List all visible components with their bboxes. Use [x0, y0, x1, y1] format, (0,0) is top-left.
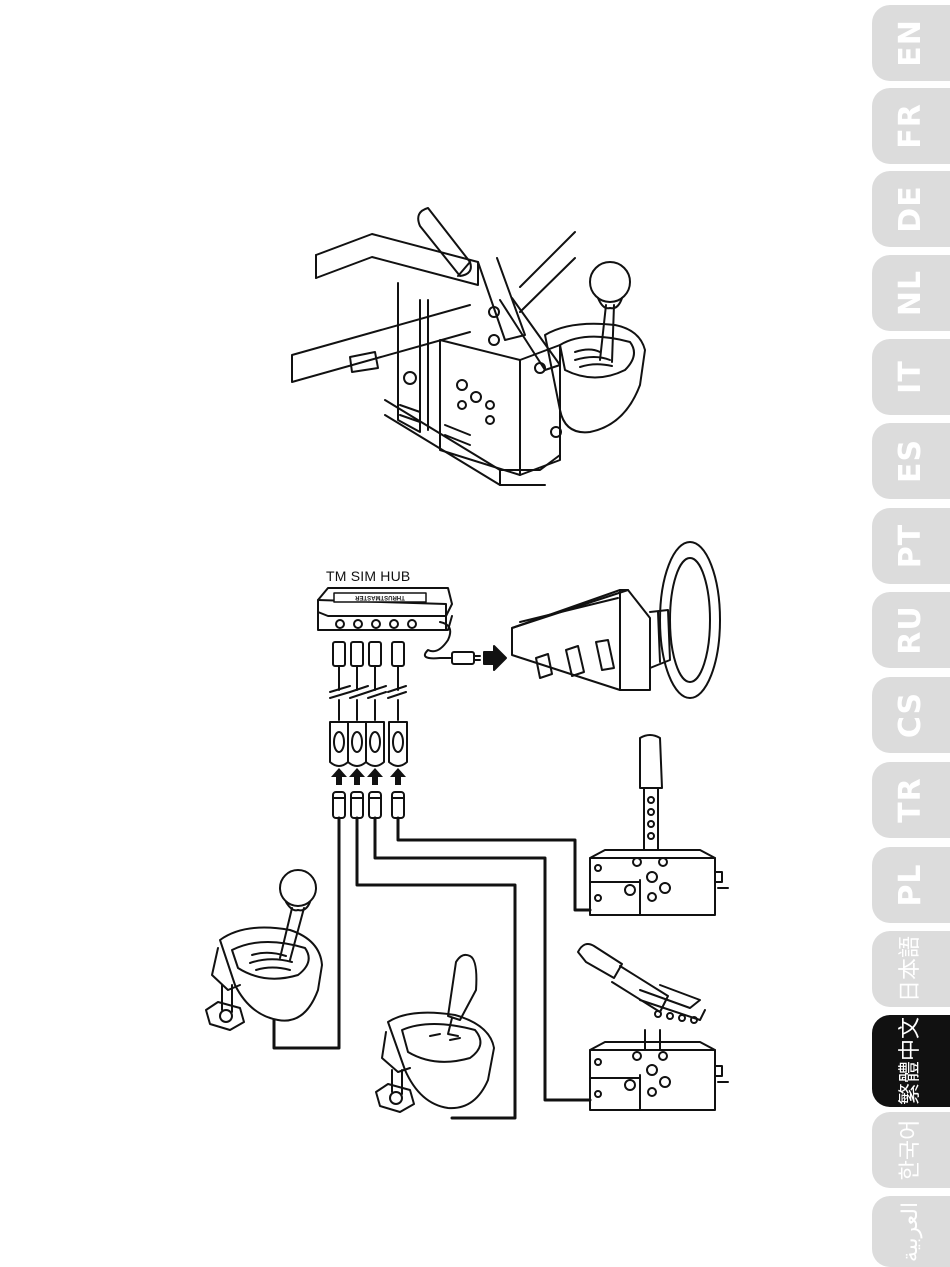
tab-label: العربية — [900, 1201, 922, 1261]
hub-brand-text: THRUSTMASTER — [355, 594, 405, 600]
tab-label: 日本語 — [900, 936, 922, 1002]
tab-label: PT — [896, 524, 926, 568]
tab-label: PL — [896, 863, 926, 906]
sim-hub-label: TM SIM HUB — [326, 568, 410, 584]
tab-en[interactable]: EN — [872, 5, 950, 81]
tab-label: 繁體中文 — [900, 1017, 922, 1105]
tab-ko[interactable]: 한국어 — [872, 1112, 950, 1188]
tab-label: EN — [896, 19, 926, 67]
language-tab-bar: EN FR DE NL IT ES PT RU CS TR PL 日本語 繁體中… — [872, 0, 950, 1267]
tab-de[interactable]: DE — [872, 171, 950, 247]
arrow-to-base — [484, 646, 506, 670]
sequential-shift-unit-illustration — [376, 955, 494, 1112]
tab-cs[interactable]: CS — [872, 677, 950, 753]
h-shifter-illustration — [206, 870, 322, 1030]
tab-label: DE — [896, 185, 926, 232]
device-connectors — [333, 792, 404, 818]
upward-arrows — [331, 768, 406, 785]
tab-label: IT — [896, 360, 926, 394]
tab-ja[interactable]: 日本語 — [872, 931, 950, 1007]
wheel-base-illustration — [512, 542, 720, 698]
tab-ru[interactable]: RU — [872, 592, 950, 668]
tab-label: CS — [896, 692, 926, 738]
tab-pl[interactable]: PL — [872, 847, 950, 923]
tab-es[interactable]: ES — [872, 423, 950, 499]
tab-label: TR — [896, 777, 926, 823]
tab-label: NL — [896, 270, 926, 316]
tab-label: ES — [896, 439, 926, 483]
tab-pt[interactable]: PT — [872, 508, 950, 584]
tab-nl[interactable]: NL — [872, 255, 950, 331]
tab-label: 한국어 — [900, 1120, 922, 1181]
handbrake-illustration — [578, 944, 728, 1110]
illustration: THRUSTMASTER — [0, 0, 872, 1267]
tab-tr[interactable]: TR — [872, 762, 950, 838]
tab-fr[interactable]: FR — [872, 88, 950, 164]
tab-it[interactable]: IT — [872, 339, 950, 415]
hub-cables — [330, 642, 407, 766]
tab-label: RU — [896, 605, 926, 654]
tab-zh-tw[interactable]: 繁體中文 — [872, 1015, 950, 1107]
sequential-shifter-illustration — [590, 735, 728, 915]
tab-ar[interactable]: العربية — [872, 1196, 950, 1267]
clamp-mount-illustration — [292, 208, 645, 485]
tab-label: FR — [896, 103, 926, 149]
